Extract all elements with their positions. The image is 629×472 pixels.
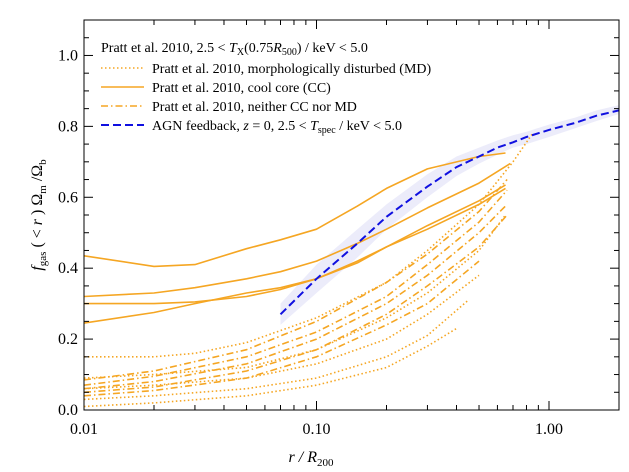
x-tick-label: 0.10 bbox=[303, 421, 331, 438]
y-tick-label: 1.0 bbox=[58, 47, 78, 64]
series-line-dashdot-9 bbox=[84, 260, 480, 397]
legend-label-dashed: AGN feedback, z = 0, 2.5 < Tspec​ / keV … bbox=[152, 119, 402, 136]
legend-label-dotted: Pratt et al. 2010, morphologically distu… bbox=[152, 62, 432, 77]
x-tick-label: 1.00 bbox=[535, 421, 563, 438]
y-tick-label: 0.4 bbox=[58, 260, 78, 277]
y-tick-label: 0.6 bbox=[58, 189, 78, 206]
plot-frame bbox=[83, 19, 620, 411]
series-line-dotted-13 bbox=[84, 299, 469, 401]
series-line-dotted-12 bbox=[84, 274, 480, 390]
series-line-dashdot-8 bbox=[84, 214, 508, 394]
simulation-median-line bbox=[279, 109, 619, 316]
x-axis-label: r / R200 bbox=[289, 449, 334, 469]
series-line-solid-1 bbox=[84, 152, 506, 268]
legend-label-solid: Pratt et al. 2010, cool core (CC) bbox=[152, 81, 331, 96]
series-line-dotted-10 bbox=[84, 133, 534, 358]
plot-area bbox=[84, 105, 619, 408]
axis-ticks: 0.01 0.10 1.00 0.0 0.2 0.4 0.6 0.8 1.0 bbox=[58, 20, 620, 438]
y-tick-label: 0.8 bbox=[58, 118, 78, 135]
legend: Pratt et al. 2010, 2.5 < TX​(0.75R500​) … bbox=[101, 41, 432, 136]
legend-label-dashdot: Pratt et al. 2010, neither CC nor MD bbox=[152, 100, 357, 115]
y-tick-label: 0.0 bbox=[58, 402, 78, 419]
series-line-dashdot-7 bbox=[84, 203, 508, 390]
series-line-solid-2 bbox=[84, 162, 511, 298]
legend-title: Pratt et al. 2010, 2.5 < TX​(0.75R500​) … bbox=[101, 41, 368, 58]
series-line-dashdot-6 bbox=[84, 189, 508, 386]
y-tick-label: 0.2 bbox=[58, 331, 78, 348]
x-tick-label: 0.01 bbox=[70, 421, 98, 438]
series-line-solid-3 bbox=[84, 187, 506, 305]
series-line-dashdot-5 bbox=[84, 178, 508, 381]
y-axis-label: fgas​ ( < r ) Ωm​ /Ωb​ bbox=[29, 159, 49, 271]
